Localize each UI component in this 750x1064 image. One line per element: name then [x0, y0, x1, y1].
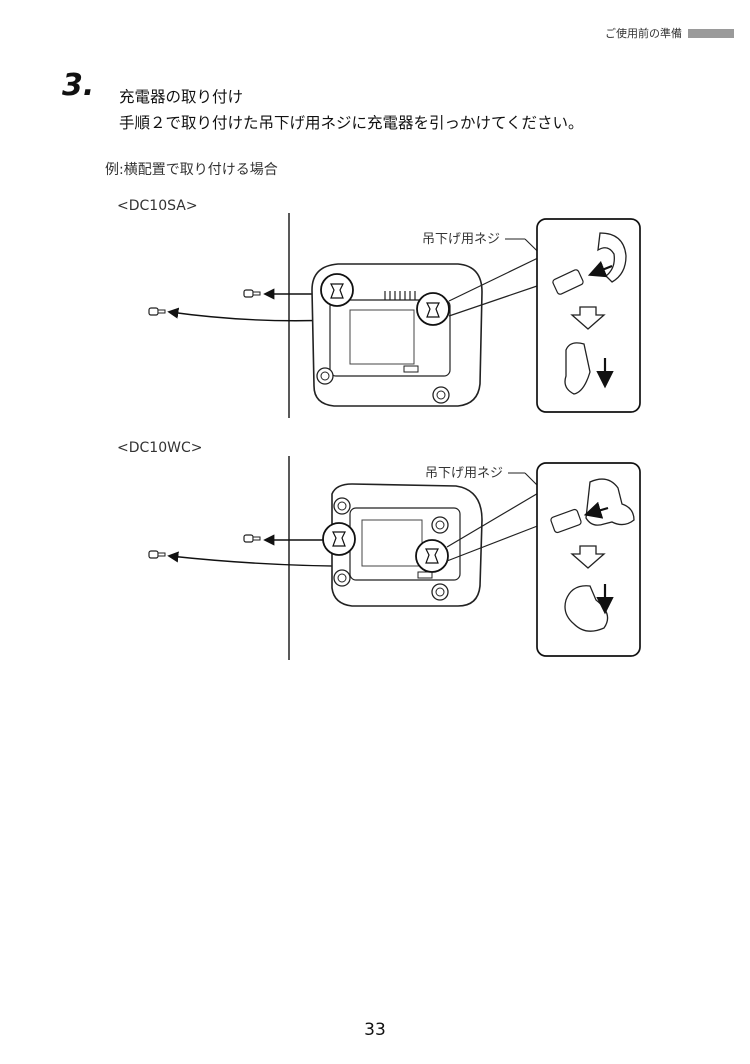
keyhole-highlight: [320, 273, 354, 307]
step-title: 充電器の取り付け: [119, 88, 244, 106]
keyhole-highlight: [415, 539, 449, 573]
arrow-icon: [587, 260, 613, 278]
screw-icon: [148, 307, 166, 316]
figure-dc10sa: 吊下げ用ネジ: [148, 213, 641, 418]
header-bar: [688, 28, 734, 38]
down-arrow-icon: [570, 306, 606, 330]
keyhole-detail: [564, 342, 591, 395]
keyhole-highlight: [416, 292, 450, 326]
screw-icon: [148, 550, 166, 559]
charger-dc10wc: [322, 483, 483, 607]
screw-detail: [552, 269, 584, 295]
callout-line: [448, 284, 541, 317]
model-label-dc10wc: <DC10WC>: [117, 440, 203, 456]
example-caption: 例:横配置で取り付ける場合: [105, 162, 278, 178]
screw-icon: [243, 289, 261, 298]
screw-label: 吊下げ用ネジ: [422, 232, 500, 247]
step-number: 3.: [62, 68, 95, 103]
screw-detail: [550, 508, 582, 534]
step-description: 手順２で取り付けた吊下げ用ネジに充電器を引っかけてください。: [119, 114, 584, 132]
figure-dc10wc: 吊下げ用ネジ: [148, 456, 641, 660]
arrow-icon: [583, 501, 609, 519]
callout-line: [446, 524, 541, 562]
keyhole-highlight: [322, 522, 356, 556]
screw-icon: [243, 534, 261, 543]
page-number: 33: [364, 1020, 386, 1040]
charger-dc10sa: [311, 263, 483, 407]
model-label-dc10sa: <DC10SA>: [117, 198, 198, 214]
callout-line: [446, 491, 541, 548]
section-title: ご使用前の準備: [605, 27, 682, 40]
down-arrow-icon: [570, 545, 606, 569]
page-header: ご使用前の準備: [605, 25, 734, 41]
keyhole-detail: [564, 585, 609, 632]
screw-label: 吊下げ用ネジ: [425, 466, 503, 481]
callout-line: [448, 256, 541, 302]
